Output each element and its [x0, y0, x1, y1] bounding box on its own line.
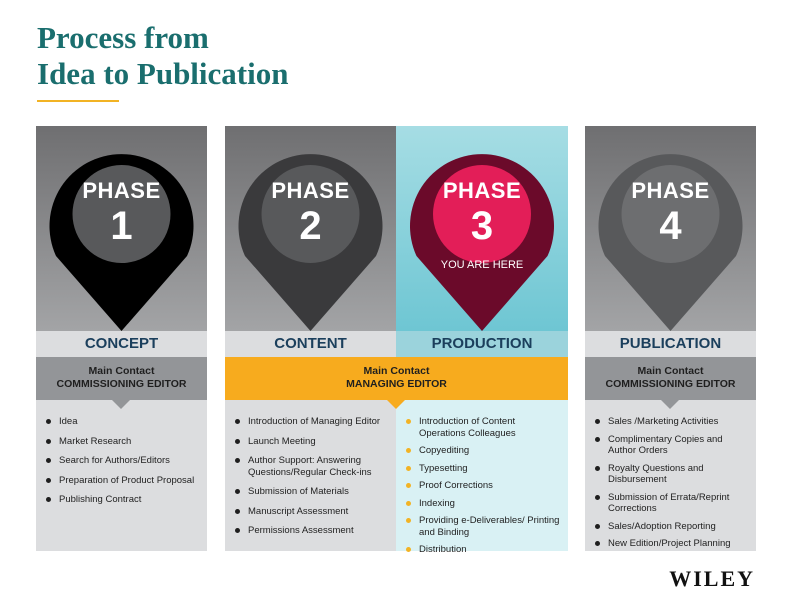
title-line-2: Idea to Publication [37, 56, 289, 91]
managing-editor-notch [387, 400, 405, 409]
phase-1-notch [112, 400, 130, 409]
contact-role: COMMISSIONING EDITOR [605, 378, 736, 390]
list-item: Author Support: Answering Questions/Regu… [225, 455, 396, 478]
title-underline [37, 100, 119, 102]
phase-1-pin-icon [49, 154, 194, 331]
page-title: Process from Idea to Publication [37, 20, 288, 92]
phase-4-contact: Main Contact COMMISSIONING EDITOR [585, 357, 756, 400]
list-item: New Edition/Project Planning [585, 538, 756, 550]
phase-3-list: Introduction of Content Operations Colle… [396, 400, 568, 555]
list-item: Permissions Assessment [225, 525, 396, 537]
phase-4-list: Sales /Marketing Activities Complimentar… [585, 400, 756, 551]
phase-4-number: 4 [659, 204, 682, 248]
phase-4-notch [661, 400, 679, 409]
content-activities: Introduction of Managing Editor Launch M… [225, 416, 396, 545]
phase-4-header: PHASE 4 [585, 126, 756, 331]
list-item: Copyediting [396, 445, 568, 457]
contact-role: COMMISSIONING EDITOR [56, 378, 187, 390]
phase-4-column: PHASE 4 PUBLICATION Main Contact COMMISS… [585, 126, 756, 551]
phase-2-pin-icon [238, 154, 383, 331]
phase-2-header: PHASE 2 [225, 126, 396, 331]
list-item: Manuscript Assessment [225, 506, 396, 518]
list-item: Introduction of Managing Editor [225, 416, 396, 428]
phase-1-column: PHASE 1 CONCEPT Main Contact COMMISSIONI… [36, 126, 207, 551]
list-item: Proof Corrections [396, 480, 568, 492]
list-item: Introduction of Content Operations Colle… [396, 416, 568, 439]
contact-label: Main Contact [637, 365, 704, 377]
phase-1-header: PHASE 1 [36, 126, 207, 331]
phase-1-contact: Main Contact COMMISSIONING EDITOR [36, 357, 207, 400]
wiley-logo: WILEY [669, 566, 755, 591]
list-item: Sales/Adoption Reporting [585, 521, 756, 533]
managing-editor-contact: Main Contact MANAGING EDITOR [225, 357, 568, 400]
you-are-here-label: YOU ARE HERE [440, 259, 524, 271]
list-item: Publishing Contract [36, 494, 207, 506]
phase-2-column: PHASE 2 CONTENT Introduction of Managing… [225, 126, 396, 551]
phase-3-header: PHASE 3 YOU ARE HERE [396, 126, 568, 331]
list-item: Royalty Questions and Disbursement [585, 463, 756, 486]
phase-2-list: Introduction of Managing Editor Launch M… [225, 400, 396, 551]
list-item: Providing e-Deliverables/ Printing and B… [396, 515, 568, 538]
phase-3-word: PHASE [442, 178, 522, 203]
list-item: Distribution [396, 544, 568, 556]
phase-2-name: CONTENT [225, 331, 396, 357]
phase-1-list: Idea Market Research Search for Authors/… [36, 400, 207, 551]
list-item: Market Research [36, 436, 207, 448]
list-item: Sales /Marketing Activities [585, 416, 756, 428]
phase-1-number: 1 [110, 204, 133, 248]
list-item: Complimentary Copies and Author Orders [585, 434, 756, 457]
list-item: Idea [36, 416, 207, 428]
contact-label: Main Contact [88, 365, 155, 377]
list-item: Preparation of Product Proposal [36, 475, 207, 487]
phase-3-name: PRODUCTION [396, 331, 568, 357]
publication-activities: Sales /Marketing Activities Complimentar… [585, 416, 756, 556]
phase-1-name: CONCEPT [36, 331, 207, 357]
list-item: Search for Authors/Editors [36, 455, 207, 467]
production-activities: Introduction of Content Operations Colle… [396, 416, 568, 562]
phase-4-word: PHASE [631, 178, 710, 203]
title-line-1: Process from [37, 20, 209, 55]
phase-3-column: PHASE 3 YOU ARE HERE PRODUCTION Introduc… [396, 126, 568, 555]
phase-3-pin-icon [410, 154, 554, 331]
list-item: Indexing [396, 498, 568, 510]
list-item: Launch Meeting [225, 436, 396, 448]
list-item: Submission of Materials [225, 486, 396, 498]
phase-1-word: PHASE [82, 178, 161, 203]
list-item: Submission of Errata/Reprint Corrections [585, 492, 756, 515]
list-item: Typesetting [396, 463, 568, 475]
phase-3-number: 3 [470, 204, 494, 248]
contact-role: MANAGING EDITOR [346, 378, 447, 390]
phase-2-word: PHASE [271, 178, 350, 203]
phase-4-name: PUBLICATION [585, 331, 756, 357]
concept-activities: Idea Market Research Search for Authors/… [36, 416, 207, 514]
contact-label: Main Contact [363, 365, 430, 377]
phase-4-pin-icon [598, 154, 743, 331]
phase-2-number: 2 [299, 204, 322, 248]
